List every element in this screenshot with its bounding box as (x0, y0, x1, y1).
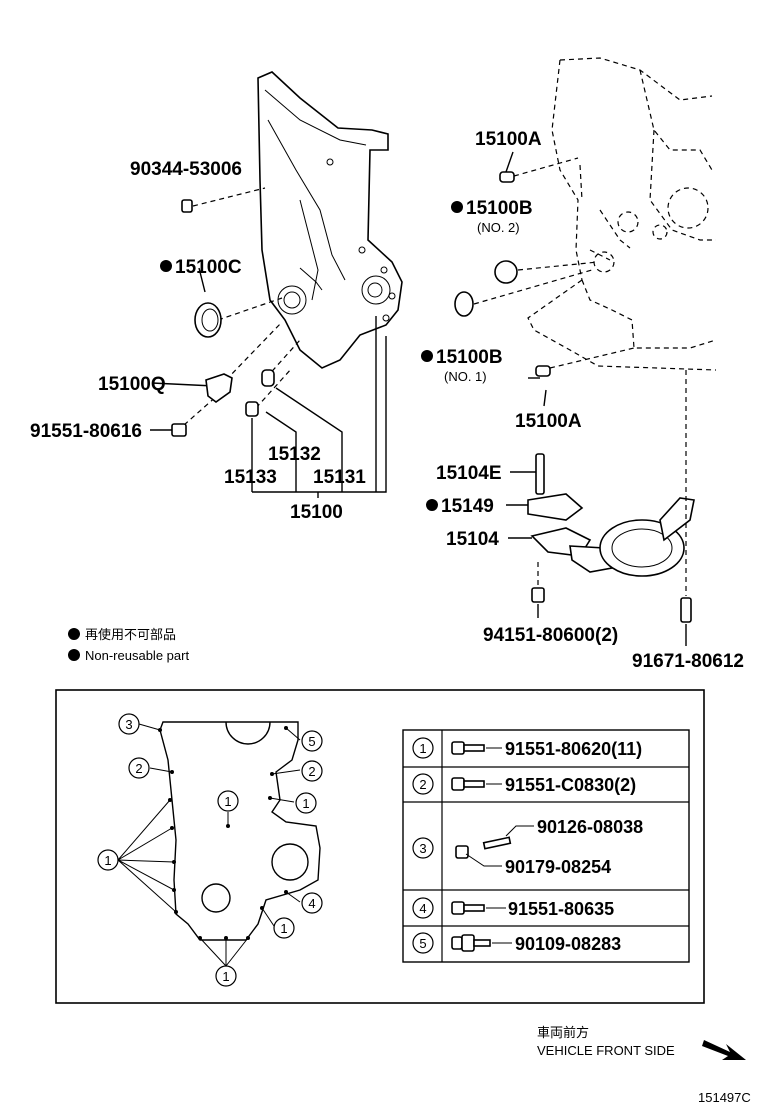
label-90344-53006: 90344-53006 (130, 159, 242, 180)
marker-1-left: 1 (104, 853, 111, 868)
table-key-3: 3 (419, 841, 426, 856)
table-part-1: 91551-80620(11) (505, 739, 642, 759)
table-part-4: 91551-80635 (508, 899, 614, 919)
left-leaders (150, 187, 387, 498)
label-15100A-mid: 15100A (515, 411, 582, 432)
table-key-5: 5 (419, 936, 426, 951)
marker-3: 3 (125, 717, 132, 732)
marker-1-lower-right: 1 (280, 921, 287, 936)
label-15100: 15100 (290, 502, 343, 523)
label-15149: 15149 (441, 496, 494, 517)
label-15104: 15104 (446, 529, 499, 550)
label-15133: 15133 (224, 467, 277, 488)
stud-bolt-icon (455, 836, 512, 859)
label-94151-80600: 94151-80600(2) (483, 625, 618, 646)
detail-markers: 3 2 5 2 1 1 1 4 1 1 (97, 713, 323, 987)
bolt-table: 1 2 3 4 5 (402, 729, 690, 963)
label-15132: 15132 (268, 444, 321, 465)
detail-box (55, 689, 705, 1004)
left-small-parts (171, 199, 275, 437)
bolt-icon (451, 741, 485, 755)
label-91671-80612: 91671-80612 (632, 651, 744, 672)
figure-id: 151497C (698, 1090, 751, 1105)
table-key-2: 2 (419, 777, 426, 792)
detail-cover-outline (117, 721, 321, 967)
label-15131: 15131 (313, 467, 366, 488)
marker-2-right: 2 (308, 764, 315, 779)
label-15100B-mid: 15100B (436, 347, 503, 368)
direction-indicator: 車両前方 VEHICLE FRONT SIDE (537, 1025, 746, 1060)
label-15100B-top-sub: (NO. 2) (477, 220, 520, 235)
right-parts (454, 151, 695, 646)
label-91551-80616: 91551-80616 (30, 421, 142, 442)
table-part-2: 91551-C0830(2) (505, 775, 636, 795)
marker-1-center: 1 (224, 794, 231, 809)
engine-block-drawing (527, 57, 717, 371)
label-15100A-top: 15100A (475, 129, 542, 150)
marker-1-bottom: 1 (222, 969, 229, 984)
legend: 再使用不可部品 Non-reusable part (68, 627, 189, 663)
label-15104E: 15104E (436, 463, 502, 484)
legend-jp: 再使用不可部品 (85, 627, 176, 642)
legend-en: Non-reusable part (85, 648, 189, 663)
marker-4: 4 (308, 896, 315, 911)
table-part-3a: 90126-08038 (537, 817, 643, 837)
marker-1-right: 1 (302, 796, 309, 811)
table-key-4: 4 (419, 901, 426, 916)
front-arrow-icon (702, 1040, 746, 1060)
direction-en: VEHICLE FRONT SIDE (537, 1043, 675, 1058)
marker-2-left: 2 (135, 761, 142, 776)
table-part-5: 90109-08283 (515, 934, 621, 954)
table-key-1: 1 (419, 741, 426, 756)
label-15100B-top: 15100B (466, 198, 533, 219)
label-15100Q: 15100Q (98, 374, 166, 395)
bolt-icon (451, 777, 485, 791)
label-15100B-mid-sub: (NO. 1) (444, 369, 487, 384)
label-15100C: 15100C (175, 257, 242, 278)
timing-cover-drawing (257, 71, 403, 369)
marker-5: 5 (308, 734, 315, 749)
table-part-3b: 90179-08254 (505, 857, 611, 877)
bolt-icon (451, 934, 491, 952)
bolt-icon (451, 901, 485, 915)
direction-jp: 車両前方 (537, 1025, 589, 1040)
upper-labels: 90344-53006 15100C 15100Q 91551-80616 15… (30, 129, 744, 672)
